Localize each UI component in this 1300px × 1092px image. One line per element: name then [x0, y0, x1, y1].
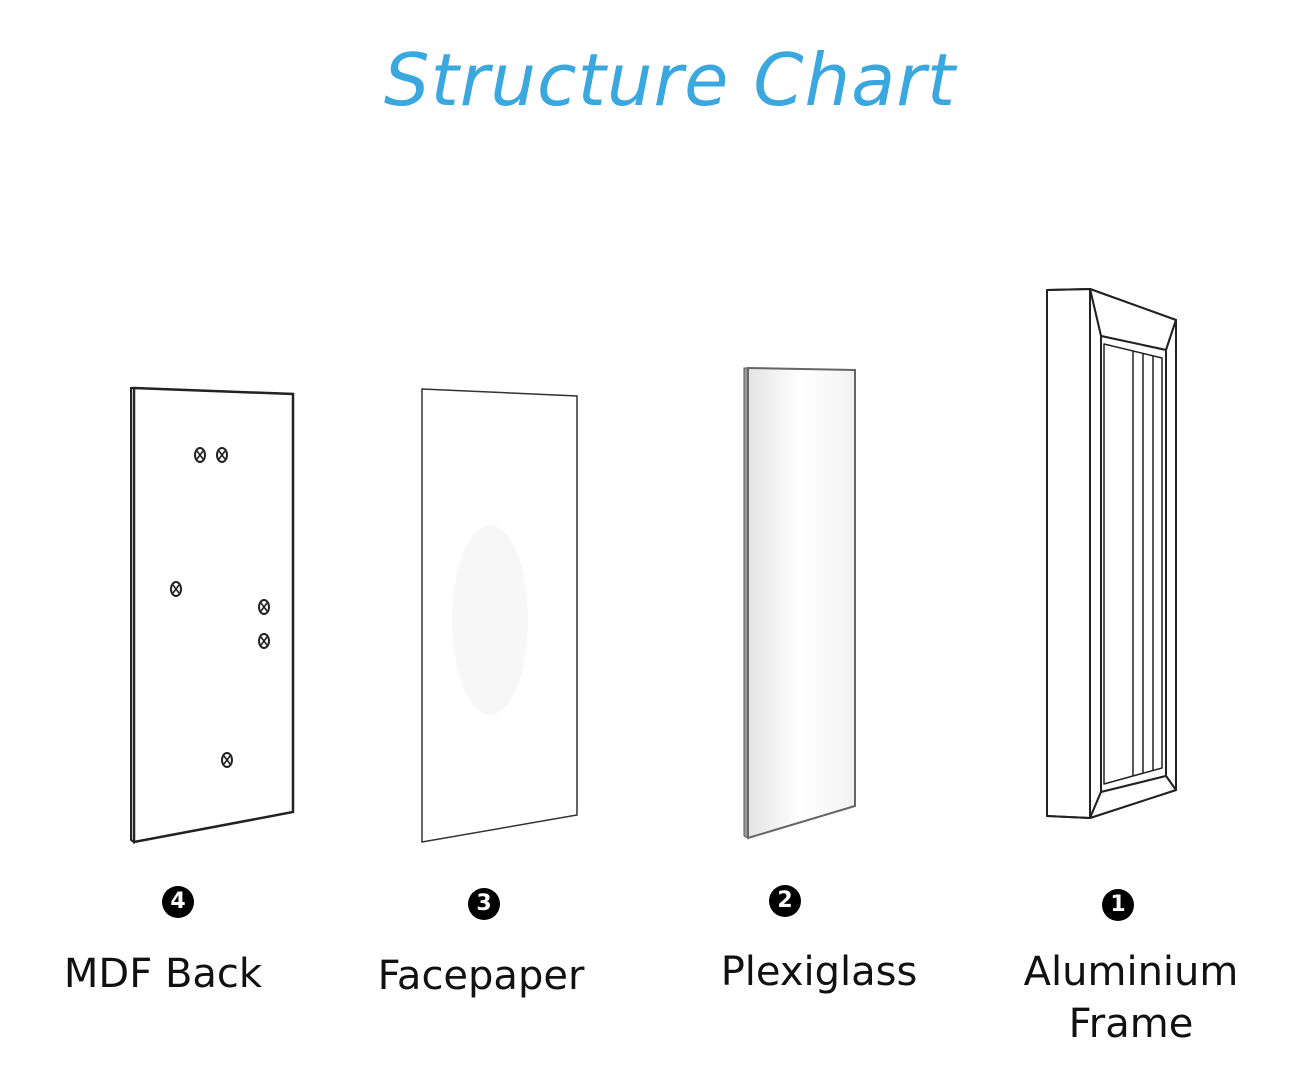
- chart-title: Structure Chart: [383, 38, 957, 122]
- component-label-aluminium: Aluminium: [1023, 949, 1239, 995]
- screw-icon: [194, 447, 206, 463]
- component-label-facepaper: Facepaper: [377, 953, 585, 999]
- component-number-badge: 2: [769, 885, 801, 917]
- component-number-badge: 4: [162, 886, 194, 918]
- plexiglass-sheet: [743, 366, 856, 840]
- mdf-back-panel: [130, 386, 295, 844]
- component-number-badge: 1: [1102, 889, 1134, 921]
- aluminium-frame: [1046, 288, 1177, 819]
- screw-icon: [258, 633, 270, 649]
- component-number-badge: 3: [468, 888, 500, 920]
- screw-icon: [216, 447, 228, 463]
- facepaper-sheet: [421, 388, 578, 843]
- component-label-plexiglass: Plexiglass: [720, 949, 918, 995]
- screw-icon: [258, 599, 270, 615]
- screw-icon: [170, 581, 182, 597]
- screw-icon: [221, 752, 233, 768]
- component-label-frame: Frame: [1068, 1001, 1194, 1047]
- component-label-mdf-back: MDF Back: [63, 951, 263, 997]
